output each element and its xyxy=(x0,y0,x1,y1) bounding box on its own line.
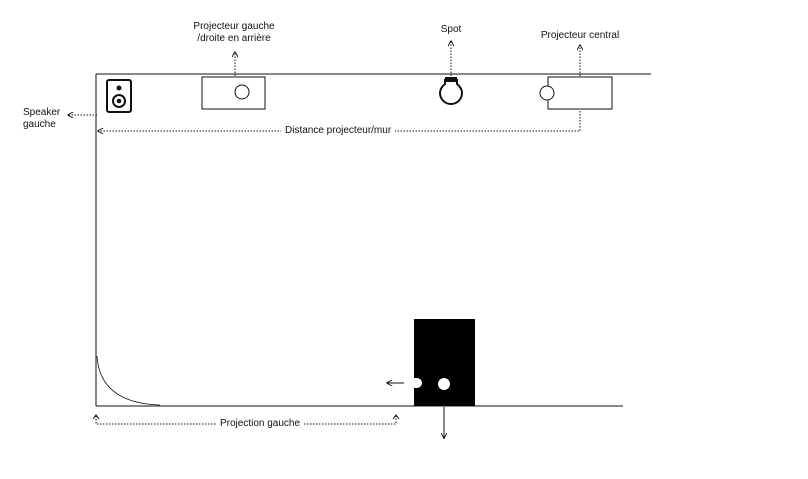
projector-center-label: Projecteur central xyxy=(540,30,620,41)
distance-label: Distance projecteur/mur xyxy=(281,125,396,137)
speaker-icon xyxy=(106,79,132,113)
projector-left-label: Projecteur gauche /droite en arrière xyxy=(193,21,274,45)
projector-left-label-line2: /droite en arrière xyxy=(197,33,271,44)
projector-center-icon xyxy=(539,76,613,110)
spot-label: Spot xyxy=(440,24,462,35)
speaker-label-line2: gauche xyxy=(23,119,56,130)
person-block-icon xyxy=(402,319,475,406)
projection-left-label: Projection gauche xyxy=(216,418,305,430)
cyclorama-curve xyxy=(96,355,161,406)
lightbulb-icon xyxy=(438,77,464,105)
projector-left-label-line1: Projecteur gauche xyxy=(193,21,275,32)
projection-right-tick-icon xyxy=(392,414,400,420)
projection-dimension-line xyxy=(95,416,397,425)
speaker-label-line1: Speaker xyxy=(23,107,61,118)
projector-left-icon xyxy=(201,76,266,110)
projection-left-tick-icon xyxy=(92,414,100,420)
speaker-label: Speaker gauche xyxy=(23,107,60,131)
distance-dimension-line xyxy=(98,111,581,131)
